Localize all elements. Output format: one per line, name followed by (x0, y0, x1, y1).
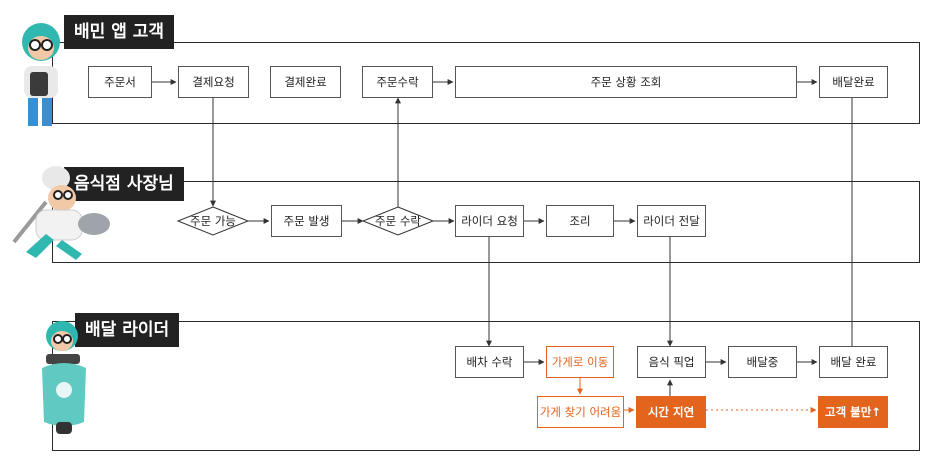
node-time-delay: 시간 지연 (636, 396, 706, 428)
node-rider-handover: 라이더 전달 (637, 205, 706, 237)
rider-character-illustration (34, 318, 96, 438)
node-order-accepted: 주문수락 (362, 66, 433, 98)
node-hard-to-find-store: 가게 찾기 어려움 (537, 396, 624, 428)
node-delivering: 배달중 (728, 346, 797, 378)
node-delivery-complete-customer: 배달완료 (819, 66, 888, 98)
node-order-created: 주문 발생 (271, 205, 342, 237)
lane-label-customer: 배민 앱 고객 (64, 15, 174, 49)
node-cook: 조리 (546, 205, 614, 237)
node-customer-dissatisfaction: 고객 불만↑ (818, 396, 888, 428)
node-order-form: 주문서 (88, 66, 152, 98)
node-food-pickup: 음식 픽업 (637, 346, 706, 378)
node-payment-complete: 결제완료 (270, 66, 341, 98)
node-go-to-store: 가게로 이동 (546, 346, 614, 378)
node-order-status: 주문 상황 조회 (455, 66, 797, 98)
owner-character-illustration (6, 162, 112, 262)
node-delivery-complete-rider: 배달 완료 (819, 346, 888, 378)
node-payment-request: 결제요청 (178, 66, 249, 98)
customer-character-illustration (10, 18, 72, 130)
node-rider-request: 라이더 요청 (455, 205, 524, 237)
label-order-possible: 주문 가능 (190, 213, 236, 229)
node-dispatch-accept: 배차 수락 (455, 346, 524, 378)
label-order-accept: 주문 수락 (375, 213, 421, 229)
